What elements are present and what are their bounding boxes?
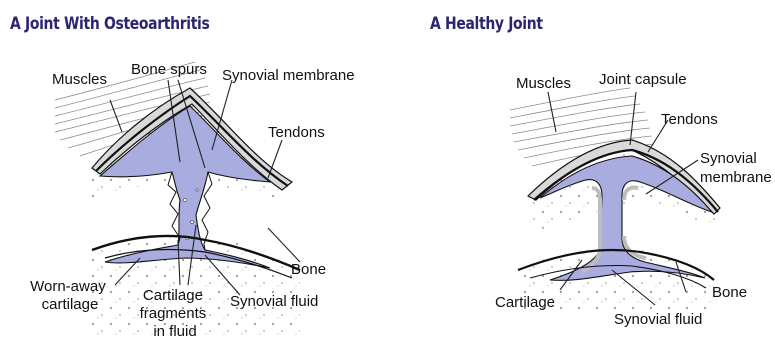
healthy-joint: Muscles Joint capsule Tendons Synovial m…	[495, 71, 772, 328]
label-joint-capsule: Joint capsule	[599, 71, 687, 88]
label-bone-right: Bone	[712, 284, 747, 301]
osteoarthritis-joint: Muscles Bone spurs Synovial membrane Ten…	[30, 61, 354, 340]
label-bone-spurs: Bone spurs	[131, 61, 207, 78]
label-synovial-membrane-left: Synovial membrane	[222, 67, 355, 84]
label-synovial-fluid-right: Synovial fluid	[614, 311, 702, 328]
label-synovial-fluid-left: Synovial fluid	[230, 293, 318, 310]
label-tendons-left: Tendons	[268, 124, 325, 141]
label-tendons-right: Tendons	[661, 111, 718, 128]
label-muscles-right: Muscles	[516, 75, 571, 92]
label-cartilage: Cartilage	[495, 294, 555, 311]
label-worn-away-cartilage: Worn-away cartilage	[30, 278, 110, 313]
label-synovial-membrane-right: Synovial membrane	[700, 150, 772, 186]
label-muscles-left: Muscles	[52, 71, 107, 88]
label-bone-left: Bone	[291, 261, 326, 278]
